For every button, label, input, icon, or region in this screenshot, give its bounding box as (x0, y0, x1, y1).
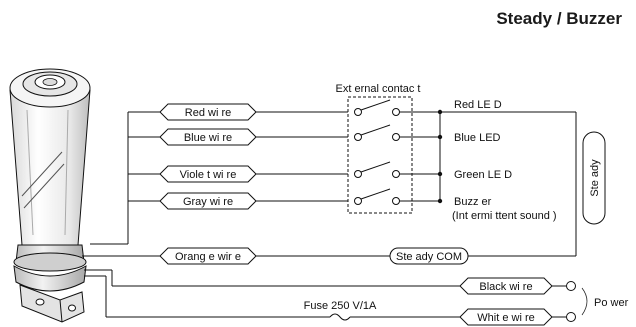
steady-label: Ste ady (589, 159, 601, 197)
external-contact-label: Ext ernal contac t (336, 83, 421, 95)
wire-row-blue: Blue wi re (128, 128, 348, 146)
power-bracket (581, 287, 588, 316)
switch-icon (354, 161, 412, 178)
wire-label: Whit e wi re (477, 312, 534, 324)
switch-icon (354, 99, 412, 116)
fuse-icon (329, 313, 351, 321)
fuse-label: Fuse 250 V/1A (304, 300, 377, 312)
wire-row-orange: Orang e wir e Ste ady COM (128, 247, 576, 265)
wire-row-black: Black wi re (111, 270, 576, 295)
power-label: Po wer (594, 297, 629, 309)
wire-row-red: Red wi re (128, 103, 348, 121)
switch-icon (354, 188, 412, 205)
wire-row-white: Fuse 250 V/1A Whit e wi re (105, 276, 576, 326)
wire-label: Black wi re (479, 281, 532, 293)
wire-label: Gray wi re (183, 196, 233, 208)
output-green-led: Green LE D (454, 169, 512, 181)
wire-label: Red wi re (185, 107, 231, 119)
external-contact-block: Ext ernal contac t (336, 83, 421, 214)
steady-com-label: Ste ady COM (396, 251, 462, 263)
diagram-title: Steady / Buzzer (496, 9, 622, 28)
buzzer-note: (Int ermi ttent sound ) (452, 210, 557, 222)
wire-label: Viole t wi re (180, 169, 237, 181)
output-buzzer: Buzz er (454, 196, 492, 208)
output-blue-led: Blue LED (454, 132, 501, 144)
steady-tag: Ste ady (582, 131, 606, 225)
wire-row-gray: Gray wi re (128, 192, 348, 210)
signal-tower-icon (9, 68, 128, 323)
output-red-led: Red LE D (454, 99, 502, 111)
switch-icon (354, 124, 412, 141)
wire-row-violet: Viole t wi re (128, 165, 348, 183)
wire-label: Blue wi re (184, 132, 232, 144)
wire-label: Orang e wir e (175, 251, 241, 263)
